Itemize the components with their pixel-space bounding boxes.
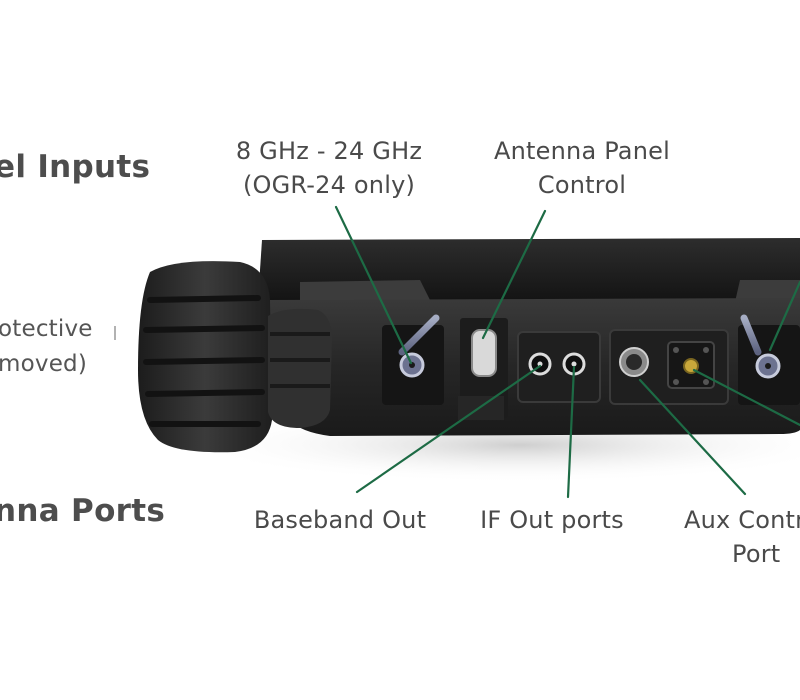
protective-label-line2: moved) — [0, 351, 88, 377]
antenna-control-label-line1: Antenna Panel — [494, 137, 670, 165]
freq-label-line2: (OGR-24 only) — [242, 171, 416, 199]
aux-label-line1: Aux Contr — [684, 506, 800, 534]
callout-aux-round — [638, 378, 747, 496]
inner-grip — [268, 308, 332, 428]
callout-baseband — [355, 364, 542, 494]
callout-if-out — [566, 365, 576, 499]
if-port-panel — [517, 331, 601, 403]
callout-freq — [334, 205, 413, 365]
antenna-control-label-line2: Control — [537, 171, 627, 199]
bumper-ridges — [143, 295, 265, 427]
hinge-right — [735, 280, 800, 302]
aux-label-line2: Port — [732, 540, 781, 568]
protective-label-line1: otective — [0, 316, 93, 342]
heading-ports: nna Ports — [0, 493, 166, 529]
baseband-label: Baseband Out — [253, 506, 427, 534]
hinge-left — [300, 280, 430, 302]
left-bumper — [138, 261, 272, 453]
antenna-control-latch — [471, 329, 497, 377]
callout-aux-sma — [692, 368, 800, 427]
if-out-label: IF Out ports — [480, 506, 624, 534]
callout-antenna-control — [481, 209, 547, 340]
left-port-cable — [398, 314, 440, 356]
heading-inputs: el Inputs — [0, 149, 151, 185]
freq-label-line1: 8 GHz - 24 GHz — [235, 137, 423, 165]
callout-lines — [334, 205, 800, 499]
callout-right-port — [768, 280, 800, 352]
inner-grip-ridges — [270, 332, 330, 388]
right-port-cable — [740, 314, 762, 356]
